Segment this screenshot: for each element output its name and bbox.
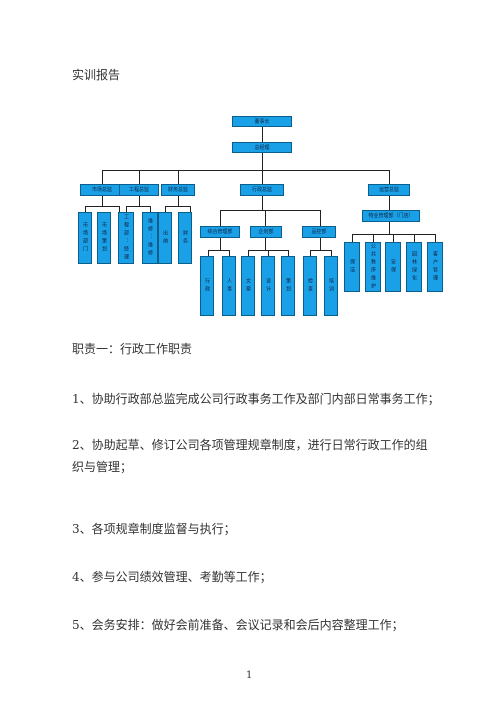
connector bbox=[139, 170, 140, 184]
duty-item: 4、参与公司绩效管理、考勤等工作； bbox=[72, 570, 272, 584]
unit-box: 园林绿化 bbox=[406, 242, 422, 292]
connector bbox=[310, 250, 311, 256]
connector bbox=[248, 250, 288, 251]
connector bbox=[262, 196, 263, 210]
unit-box: 出纳 bbox=[158, 212, 172, 264]
org-chart: 董事长 总经理 市场总监 工程总监 财务总监 行政总监 运营总监 市场部门 市场… bbox=[0, 0, 496, 340]
connector bbox=[126, 206, 127, 212]
subgroup-box: 品控部 bbox=[302, 226, 336, 238]
connector bbox=[414, 234, 415, 242]
connector bbox=[139, 196, 140, 206]
unit-box: 培训 bbox=[324, 256, 338, 316]
unit-box: 客户管理 bbox=[427, 242, 443, 292]
connector bbox=[229, 250, 230, 256]
duty-item: 5、会务安排：做好会前准备、会议记录和会后内容整理工作； bbox=[72, 618, 404, 632]
connector bbox=[220, 210, 320, 211]
connector bbox=[265, 238, 266, 250]
connector bbox=[178, 170, 179, 184]
duty-item: 1、协助行政部总监完成公司行政事务工作及部门内部日常事务工作； bbox=[72, 392, 440, 406]
connector bbox=[85, 206, 86, 212]
connector bbox=[220, 210, 221, 226]
connector bbox=[389, 222, 390, 234]
connector bbox=[352, 234, 436, 235]
unit-box: 维修：维修 bbox=[142, 212, 158, 264]
connector bbox=[373, 234, 374, 242]
dept-admin-box: 行政总监 bbox=[240, 184, 284, 196]
connector bbox=[165, 206, 190, 207]
connector bbox=[165, 206, 166, 212]
unit-box: 设计 bbox=[261, 256, 275, 316]
connector bbox=[435, 234, 436, 242]
connector bbox=[220, 238, 221, 250]
dept-operations-box: 运营总监 bbox=[368, 184, 410, 196]
dept-engineering-box: 工程总监 bbox=[119, 184, 159, 196]
connector bbox=[265, 210, 266, 226]
unit-box: 工程部：经理 bbox=[118, 212, 134, 264]
connector bbox=[119, 206, 120, 212]
general-manager-box: 总经理 bbox=[232, 142, 292, 153]
connector bbox=[126, 206, 150, 207]
page-title: 实训报告 bbox=[72, 68, 121, 82]
connector bbox=[150, 206, 151, 212]
connector bbox=[389, 196, 390, 210]
connector bbox=[248, 250, 249, 256]
unit-box: 策划 bbox=[281, 256, 295, 316]
dept-finance-box: 财务总监 bbox=[161, 184, 195, 196]
unit-box: 人事 bbox=[222, 256, 236, 316]
connector bbox=[262, 126, 263, 142]
connector bbox=[178, 196, 179, 206]
dept-market-box: 市场总监 bbox=[80, 184, 124, 196]
connector bbox=[102, 196, 103, 206]
connector bbox=[352, 234, 353, 242]
unit-box: 公共秩序维护 bbox=[365, 242, 381, 292]
chairman-box: 董事长 bbox=[232, 116, 292, 127]
connector bbox=[208, 250, 230, 251]
connector bbox=[102, 170, 103, 184]
unit-box: 文案 bbox=[241, 256, 255, 316]
unit-box: 市场策划 bbox=[97, 212, 111, 264]
unit-box: 市场部门 bbox=[78, 212, 92, 264]
subgroup-box: 物业管理部（门店） bbox=[362, 210, 420, 222]
unit-box: 安保 bbox=[385, 242, 401, 292]
connector bbox=[102, 170, 390, 171]
connector bbox=[320, 210, 321, 226]
connector bbox=[310, 250, 332, 251]
connector bbox=[331, 250, 332, 256]
duty-item: 3、各项规章制度监督与执行； bbox=[72, 522, 236, 536]
unit-box: 财务 bbox=[178, 212, 192, 264]
connector bbox=[393, 234, 394, 242]
connector bbox=[320, 238, 321, 250]
connector bbox=[262, 170, 263, 184]
connector bbox=[268, 250, 269, 256]
connector bbox=[208, 250, 209, 256]
page-number: 1 bbox=[246, 670, 253, 681]
connector bbox=[288, 250, 289, 256]
connector bbox=[85, 206, 119, 207]
duty-item: 2、协助起草、修订公司各项管理规章制度，进行日常行政工作的组织与管理； bbox=[72, 438, 428, 474]
unit-box: 检查 bbox=[303, 256, 317, 316]
section-heading: 职责一：行政工作职责 bbox=[72, 342, 193, 356]
connector bbox=[389, 170, 390, 184]
connector bbox=[262, 153, 263, 170]
unit-box: 行政 bbox=[200, 256, 214, 316]
unit-box: 保洁 bbox=[344, 242, 360, 292]
subgroup-box: 企划部 bbox=[250, 226, 282, 238]
subgroup-box: 综合管理部 bbox=[200, 226, 240, 238]
connector bbox=[190, 206, 191, 212]
